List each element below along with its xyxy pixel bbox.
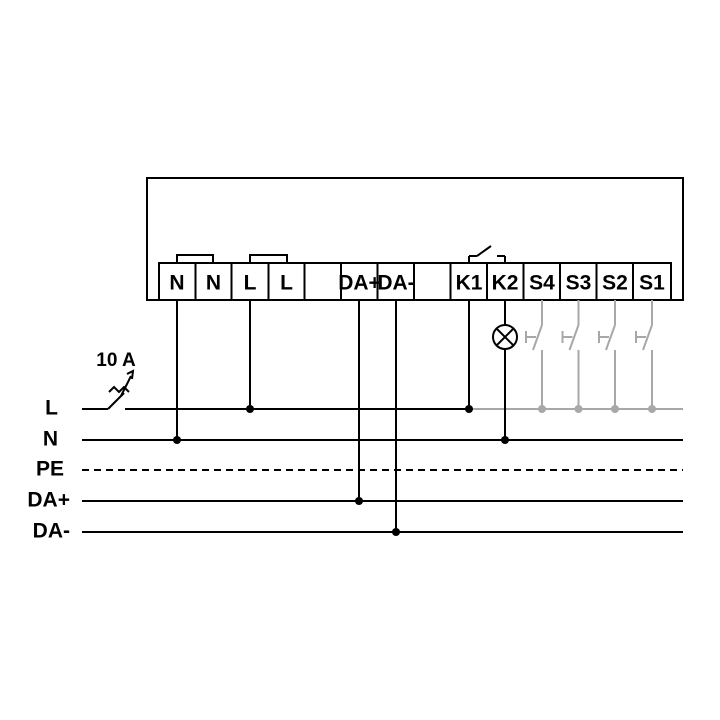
junction-dot: [648, 405, 656, 413]
circuit-breaker-icon: [107, 369, 135, 410]
relay-contact-icon: [468, 245, 506, 263]
pushbutton-switch-s3-icon: [561, 300, 580, 409]
terminal-label-s4: S4: [529, 272, 555, 295]
terminal-block: N N L L DA+ DA- K1 K2 S4 S3 S2 S1: [158, 262, 672, 301]
terminal-label-s1: S1: [639, 272, 665, 295]
junction-dot: [246, 405, 254, 413]
terminal-label-da-minus: DA-: [377, 272, 414, 295]
bus-label-da-plus: DA+: [27, 489, 70, 512]
bus-label-pe: PE: [36, 458, 64, 481]
pushbutton-switches: [525, 300, 653, 409]
n-terminal-bridge: [176, 254, 214, 263]
junction-dot: [574, 405, 583, 413]
lamp-icon: [492, 324, 518, 350]
terminal-label-s3: S3: [566, 272, 592, 295]
junction-dot: [392, 528, 400, 536]
junction-dot: [501, 436, 509, 444]
supply-buses: [82, 408, 683, 533]
terminal-label-da-plus: DA+: [338, 272, 381, 295]
bus-label-l: L: [45, 397, 58, 420]
junction-dot: [465, 405, 473, 413]
junction-dot: [355, 497, 363, 505]
terminal-connections: [173, 300, 509, 536]
junction-dot: [538, 405, 546, 413]
pushbutton-switch-s1-icon: [635, 300, 653, 409]
terminal-label-k1: K1: [456, 272, 483, 295]
pushbutton-switch-s2-icon: [598, 300, 616, 409]
terminal-label-n1: N: [169, 272, 184, 295]
terminal-label-l1: L: [244, 272, 257, 295]
terminal-label-n2: N: [206, 272, 221, 295]
junction-dot: [611, 405, 619, 413]
terminal-label-k2: K2: [492, 272, 519, 295]
terminal-label-l2: L: [280, 272, 293, 295]
l-terminal-bridge: [249, 254, 288, 263]
junction-dot: [173, 436, 181, 444]
bus-label-n: N: [43, 428, 58, 451]
breaker-rating-label: 10 A: [96, 350, 136, 371]
terminal-label-s2: S2: [602, 272, 628, 295]
pushbutton-switch-s4-icon: [525, 300, 543, 409]
switch-junctions: [538, 405, 656, 413]
bus-label-da-minus: DA-: [33, 520, 70, 543]
